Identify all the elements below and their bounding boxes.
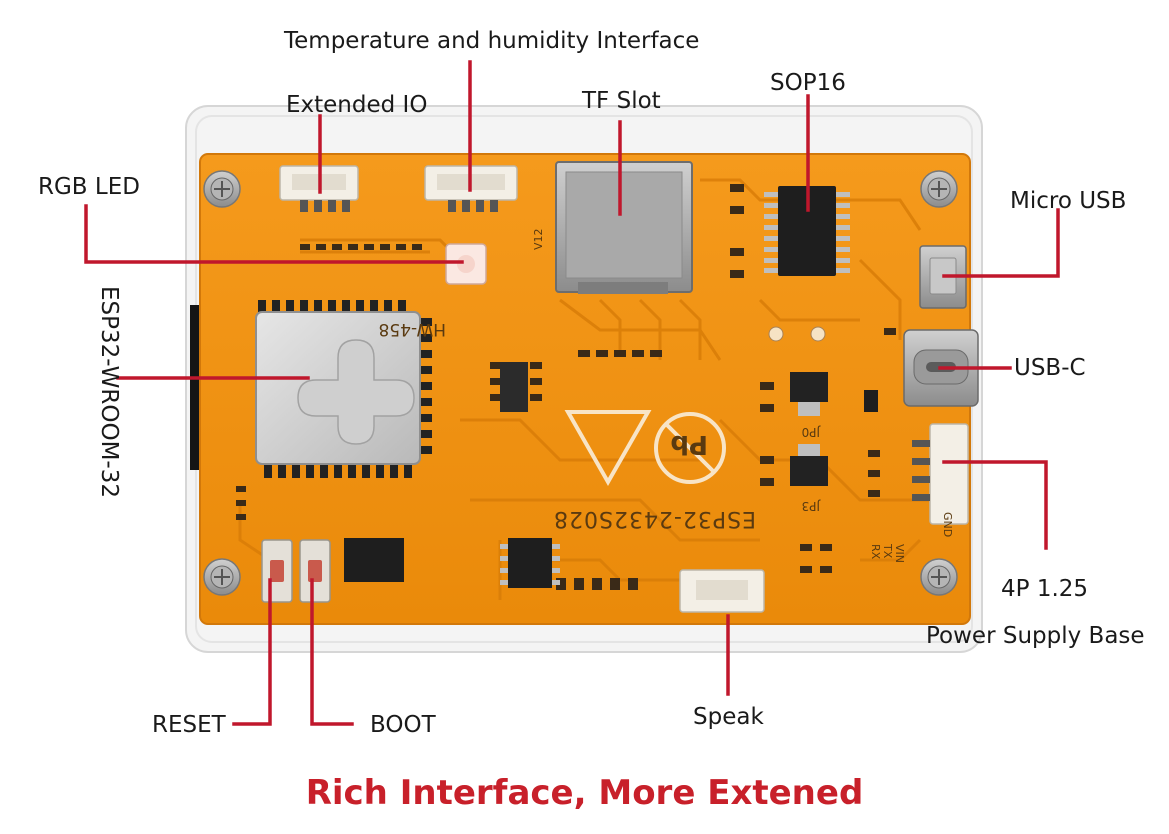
reset-button-component (261, 539, 293, 603)
pin-label-tx: TX (881, 543, 894, 559)
callout-line-rgb-led (84, 204, 464, 264)
sop16-chip (764, 186, 850, 276)
mounting-screw (203, 558, 241, 596)
label-extended-io: Extended IO (286, 92, 428, 118)
small-ic (500, 362, 528, 412)
voltage-regulator (790, 372, 828, 416)
callout-lines (84, 60, 1060, 726)
voltage-regulator (790, 444, 828, 486)
jp3-text: JP3 (802, 499, 821, 513)
label-boot: BOOT (370, 712, 436, 738)
tf-card-slot (555, 161, 693, 294)
label-reset: RESET (152, 712, 226, 738)
rohs-pb-free-mark: Pb (654, 412, 726, 484)
small-component (864, 390, 878, 412)
rgb-led (445, 243, 487, 285)
diagram-caption: Rich Interface, More Extened (305, 773, 864, 813)
sop8-chip (500, 538, 560, 588)
mounting-screw (920, 170, 958, 208)
esp32-module (255, 300, 432, 478)
label-tf-slot: TF Slot (582, 88, 661, 114)
label-usb-c: USB-C (1014, 355, 1086, 381)
pin-label-vin: VIN (893, 544, 906, 563)
recycle-triangle-mark (564, 410, 652, 487)
callout-line-reset (232, 578, 272, 726)
board-model-text: HW-458 (379, 319, 447, 339)
callout-line-boot (310, 578, 354, 726)
callout-line-power-base (942, 460, 1048, 550)
callout-line-micro-usb (942, 208, 1060, 278)
silkscreen-model-label: HW-458 (379, 319, 447, 339)
tf-ref-text: V12 (532, 228, 545, 250)
label-sop16: SOP16 (770, 70, 846, 96)
mounting-screw (920, 558, 958, 596)
label-temperature-humidity: Temperature and humidity Interface (284, 28, 700, 54)
label-power-base-line2: Power Supply Base (926, 623, 1145, 649)
label-speak: Speak (693, 704, 764, 730)
pin-label-rx: RX (869, 544, 882, 560)
label-rgb-led: RGB LED (38, 174, 140, 200)
speaker-connector (679, 569, 765, 613)
power-pin-labels: VIN TX RX GND (869, 512, 954, 563)
label-esp32: ESP32-WROOM-32 (96, 286, 122, 498)
label-micro-usb: Micro USB (1010, 188, 1127, 214)
smd-components (236, 184, 896, 590)
silkscreen-part-label: ESP32-2432S028 (553, 506, 756, 531)
boot-button-component (299, 539, 331, 603)
jumper-pads (768, 326, 826, 342)
mounting-screw (203, 170, 241, 208)
power-supply-connector (912, 423, 969, 525)
board-part-text: ESP32-2432S028 (553, 506, 756, 531)
label-power-base-line1: 4P 1.25 (1001, 576, 1089, 602)
tssop-chip (344, 538, 404, 582)
jp0-text: JP0 (802, 425, 821, 439)
svg-text:Pb: Pb (670, 429, 708, 459)
pin-label-gnd: GND (941, 512, 954, 537)
